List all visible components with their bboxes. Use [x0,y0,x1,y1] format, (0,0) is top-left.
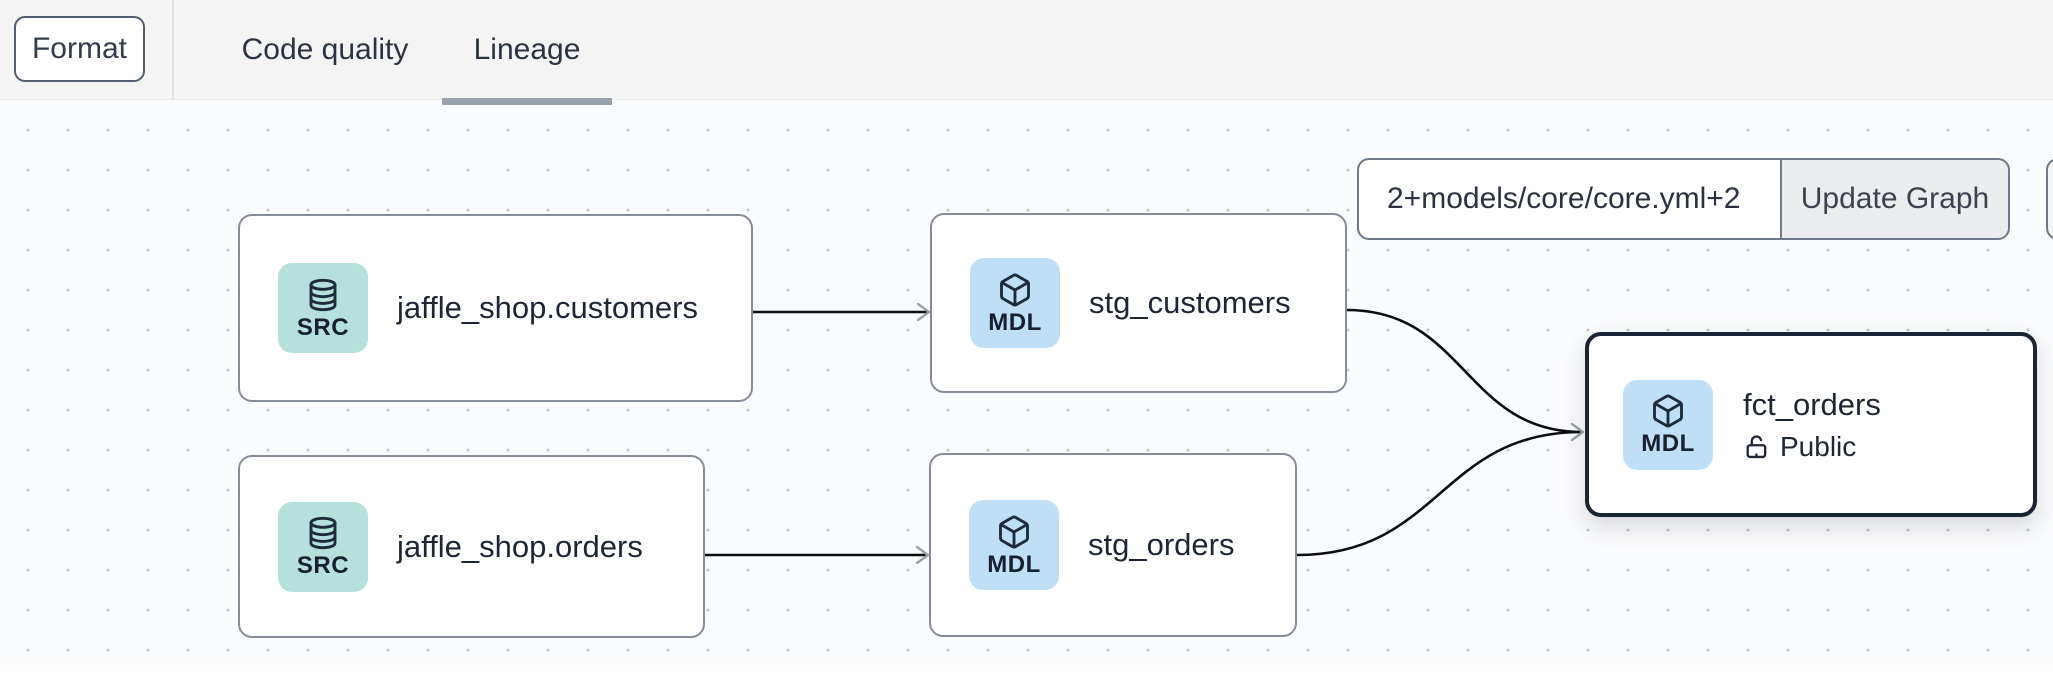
arrowhead-icon [915,545,930,565]
access-label: Public [1780,430,1857,462]
edge-stg-customers-to-fct[interactable] [1346,308,1583,434]
node-jaffle-shop-orders[interactable]: SRC jaffle_shop.orders [238,455,705,638]
lineage-edges [705,302,1585,565]
toolbar: Format Code quality Lineage [0,0,2053,105]
clipped-right-button[interactable] [2046,158,2053,240]
database-icon [309,516,337,550]
update-graph-button[interactable]: Update Graph [1780,158,2010,240]
arrowhead-icon [916,302,931,322]
arrowhead-icon [1570,422,1585,442]
toolbar-divider [172,0,174,100]
database-icon [309,278,337,311]
cube-icon [1000,273,1030,306]
node-title: stg_orders [1088,527,1235,562]
selector-input[interactable] [1357,158,1780,240]
lock-open-icon [1746,434,1767,458]
edge-stg-orders-to-fct[interactable] [1296,430,1583,557]
badge-label: MDL [988,308,1042,336]
tab-code-quality-label: Code quality [241,33,409,66]
source-badge: SRC [278,263,368,353]
format-button[interactable]: Format [14,16,145,82]
active-tab-indicator [442,98,612,105]
node-jaffle-shop-customers[interactable]: SRC jaffle_shop.customers [238,214,753,402]
graph-selector-group: Update Graph [1357,158,2010,240]
badge-label: MDL [1641,430,1695,457]
badge-label: MDL [987,550,1041,578]
badge-label: SRC [296,552,350,579]
model-badge: MDL [969,500,1059,590]
node-stg-customers[interactable]: MDL stg_customers [930,213,1347,393]
tab-code-quality[interactable]: Code quality [225,0,425,100]
cube-icon [1653,394,1683,428]
lineage-canvas[interactable]: SRC jaffle_shop.customers MDL stg_custom… [0,100,2053,680]
node-fct-orders[interactable]: MDL fct_orders Public [1585,332,2037,517]
access-row: Public [1743,431,1881,463]
model-badge: MDL [970,258,1060,348]
tab-lineage[interactable]: Lineage [442,0,612,105]
tab-lineage-label: Lineage [473,33,581,66]
badge-label: SRC [296,313,350,341]
node-title: fct_orders [1743,386,1881,422]
cube-icon [999,515,1029,548]
model-badge: MDL [1623,379,1713,470]
source-badge: SRC [278,501,368,592]
node-title: stg_customers [1089,285,1291,320]
node-title: jaffle_shop.orders [397,528,643,564]
node-title: jaffle_shop.customers [397,290,698,325]
node-stg-orders[interactable]: MDL stg_orders [929,453,1297,637]
